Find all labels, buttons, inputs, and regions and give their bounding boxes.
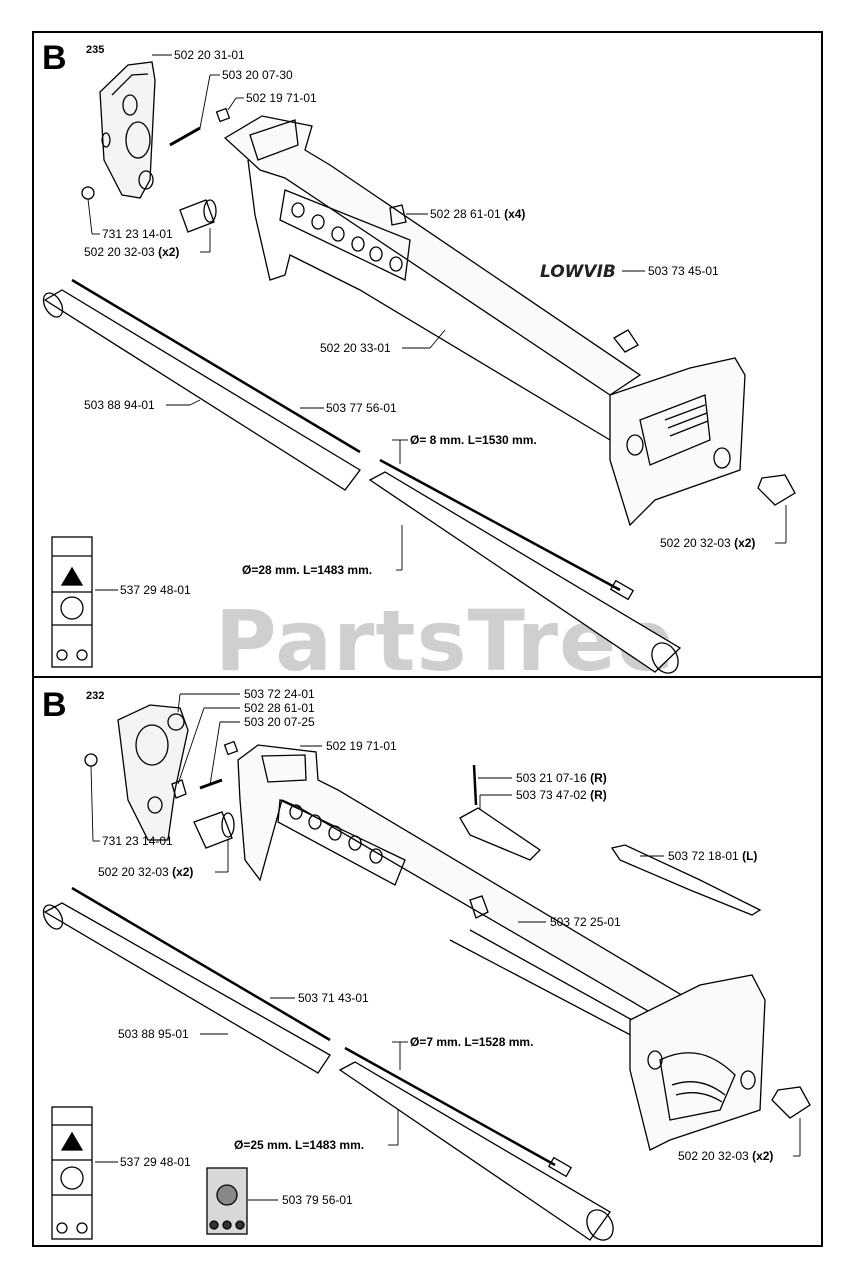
part-label: 503 20 07-25 <box>244 715 315 729</box>
engine-mount-part <box>629 974 766 1151</box>
throttle-lever-part <box>459 807 542 861</box>
rod-dimension: Ø=7 mm. L=1528 mm. <box>410 1035 534 1049</box>
nut-part <box>81 186 95 200</box>
square-nut-part <box>223 740 239 756</box>
part-label: 502 20 32-03 (x2) <box>678 1149 774 1163</box>
grip-cap-part <box>179 199 217 233</box>
part-label: 503 88 95-01 <box>118 1027 189 1041</box>
section-divider <box>32 676 823 678</box>
diagram-frame <box>32 31 823 1247</box>
part-label: 503 72 24-01 <box>244 687 315 701</box>
screw-part <box>169 126 201 147</box>
clip-part <box>469 895 489 919</box>
outer-tube-part <box>42 902 614 1241</box>
grip-cap-part <box>757 474 796 506</box>
section-model: 232 <box>86 690 105 702</box>
section-model: 235 <box>86 44 105 56</box>
part-label: 731 23 14-01 <box>102 227 173 241</box>
engine-mount-part <box>609 357 746 527</box>
part-label: 502 28 61-01 (x4) <box>430 207 526 221</box>
part-label: 537 29 48-01 <box>120 583 191 597</box>
drive-shaft-part <box>71 278 635 601</box>
tube-dimension: Ø=28 mm. L=1483 mm. <box>242 563 373 577</box>
handle-bracket-part <box>99 61 156 199</box>
part-label: 502 28 61-01 <box>244 701 315 715</box>
drive-shaft-part <box>71 886 573 1178</box>
section-letter: B <box>42 39 67 77</box>
part-label: 502 20 31-01 <box>174 48 245 62</box>
lowvib-logo: LOWVIB <box>540 262 616 280</box>
clip-part <box>613 329 639 353</box>
part-label: 502 19 71-01 <box>326 739 397 753</box>
rod-dimension: Ø= 8 mm. L=1530 mm. <box>410 433 537 447</box>
lever-part <box>610 844 762 916</box>
part-label: 502 20 33-01 <box>320 341 391 355</box>
screw-part <box>472 764 478 806</box>
clip-part <box>389 204 407 226</box>
section-letter: B <box>42 686 67 724</box>
grip-cap-part <box>193 811 235 849</box>
tube-dimension: Ø=25 mm. L=1483 mm. <box>234 1138 365 1152</box>
part-label: 502 20 32-03 (x2) <box>660 536 756 550</box>
part-label: 503 21 07-16 (R) <box>516 771 607 785</box>
shaft-housing-part <box>223 115 642 441</box>
part-label: 503 71 43-01 <box>298 991 369 1005</box>
decal-sticker-part <box>51 536 93 668</box>
grip-cap-part <box>771 1086 811 1119</box>
decal-sticker-part <box>51 1106 93 1240</box>
part-label: 503 20 07-30 <box>222 68 293 82</box>
handle-bracket-part <box>117 704 189 841</box>
lowvib-logo-text: LOWVIB <box>540 262 616 280</box>
part-label: 502 20 32-03 (x2) <box>84 245 180 259</box>
part-label: 503 79 56-01 <box>282 1193 353 1207</box>
spool-sticker-part <box>206 1167 248 1235</box>
nut-part <box>84 753 98 767</box>
screw-part <box>199 778 223 790</box>
part-label: 503 88 94-01 <box>84 398 155 412</box>
outer-tube-part <box>42 289 682 674</box>
part-label: 537 29 48-01 <box>120 1155 191 1169</box>
part-label: 503 77 56-01 <box>326 401 397 415</box>
part-label: 503 72 25-01 <box>550 915 621 929</box>
part-label: 502 20 32-03 (x2) <box>98 865 194 879</box>
part-label: 731 23 14-01 <box>102 834 173 848</box>
part-label: 503 73 47-02 (R) <box>516 788 607 802</box>
part-label: 502 19 71-01 <box>246 91 317 105</box>
part-label: 503 73 45-01 <box>648 264 719 278</box>
square-nut-part <box>215 107 231 123</box>
part-label: 503 72 18-01 (L) <box>668 849 758 863</box>
